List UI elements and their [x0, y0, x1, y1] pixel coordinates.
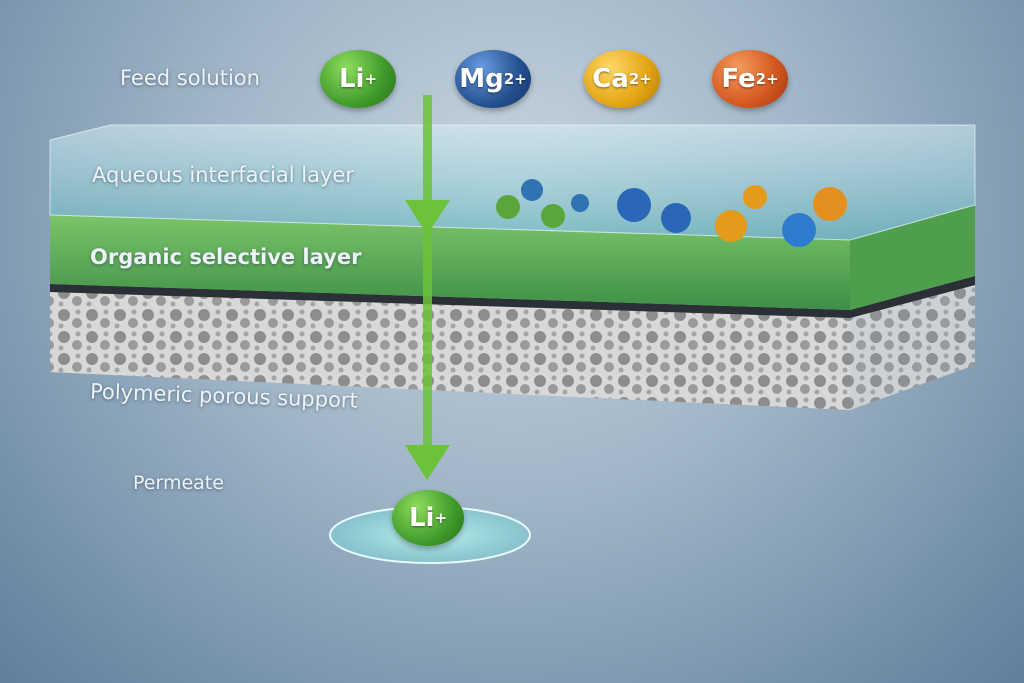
ion-spheres: [496, 179, 847, 247]
permeation-arrow: [405, 95, 450, 480]
porous-support-side: [850, 285, 975, 410]
organic-layer-front: [50, 215, 850, 310]
label-feed-solution: Feed solution: [120, 66, 260, 90]
label-organic-layer: Organic selective layer: [90, 245, 362, 269]
porous-support-front: [50, 292, 850, 410]
dark-interface: [50, 276, 975, 318]
aqueous-layer: [49, 124, 976, 241]
ion-li: Li+: [320, 50, 396, 108]
label-aqueous-layer: Aqueous interfacial layer: [92, 163, 354, 187]
permeate-ion-li: Li+: [392, 490, 464, 546]
label-permeate: Permeate: [133, 472, 224, 494]
